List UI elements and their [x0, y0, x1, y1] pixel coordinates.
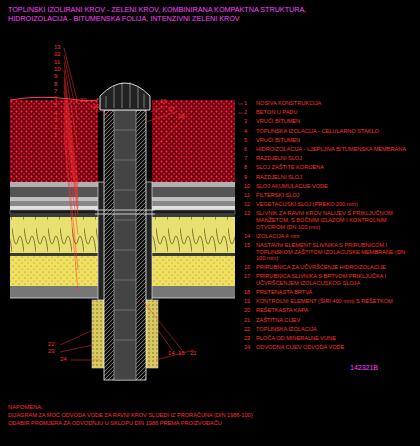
legend-text: ZAŠTITNA CIJEV: [256, 317, 414, 324]
callout-number: 17: [168, 106, 175, 113]
legend-number: 23: [244, 335, 250, 342]
roof-drain: [92, 82, 158, 380]
note-text: ODABIR PROMJERA ZA ODVODNJU U SKLOPU DIN…: [8, 420, 408, 427]
legend-text: NOSIVA KONSTRUKCIJA: [256, 100, 414, 107]
callout-number: 1: [54, 132, 57, 139]
legend-number: 17: [244, 273, 250, 280]
legend-text: PRIRUBNICA ZA UČVRŠĆENJE HIDROIZOLACIJE: [256, 264, 414, 271]
callout-number: 22: [48, 341, 55, 348]
callout-number: 12: [54, 51, 61, 58]
legend-text: HIDROIZOLACIJA - LJEPLJIVA BITUMENSKA ME…: [256, 146, 414, 153]
legend-number: 4: [244, 128, 247, 135]
legend-number: 19: [244, 298, 250, 305]
legend-text: TOPLINSKA IZOLACIJA - CELULARNO STAKLO: [256, 128, 414, 135]
callout-number: 14: [168, 350, 175, 357]
vegetation-layer: [152, 100, 235, 182]
legend-number: 10: [244, 183, 250, 190]
note-heading: NAPOMENA:: [8, 404, 43, 411]
legend-number: 6: [244, 146, 247, 153]
callout-number: 23: [48, 348, 55, 355]
legend-number: 12: [244, 201, 250, 208]
legend-text: PRSTENASTA BRTVA: [256, 289, 414, 296]
legend-number: 13: [244, 210, 250, 217]
callout-number: 16: [160, 98, 167, 105]
callout-number: 5: [54, 102, 57, 109]
legend-number: 18: [244, 289, 250, 296]
legend-text: VRUĆI BITUMEN: [256, 137, 414, 144]
legend-number: 9: [244, 174, 247, 181]
legend-text: KONTROLNI ELEMENT (ŠIRI 400 mm) S REŠETK…: [256, 298, 414, 305]
legend-number: 24: [244, 344, 250, 351]
callout-number: 4: [54, 110, 57, 117]
legend-text: NASTAVNI ELEMENT SLIVNIKA S PRIRUBNICOM …: [256, 242, 414, 262]
legend-text: TOPLINSKA IZOLACIJA: [256, 326, 414, 333]
legend-text: VEGETACIJSKI SLOJ (PREKO 200 mm): [256, 201, 414, 208]
legend-number: 16: [244, 264, 250, 271]
legend-number: 8: [244, 164, 247, 171]
legend-number: 5: [244, 137, 247, 144]
legend-number: 21: [244, 317, 250, 324]
legend-text: SLOJ ZAŠTITE KORIJENA: [256, 164, 414, 171]
legend-text: BETON U PADU: [256, 109, 414, 116]
callout-number: 20: [80, 97, 87, 104]
legend-text: SLIVNIK ZA RAVNI KROV NALIJEV S PRIKLJUČ…: [256, 210, 414, 230]
vegetation-layer: [10, 100, 98, 182]
callout-number: 9: [54, 73, 57, 80]
callout-number: 11: [54, 59, 60, 66]
callout-number: 6: [54, 95, 57, 102]
legend-text: REŠETKASTA KAPA: [256, 307, 414, 314]
legend-text: VRUĆI BITUMEN: [256, 118, 414, 125]
legend-number: 2: [244, 109, 247, 116]
callout-number: 3: [54, 117, 57, 124]
legend-number: 14: [244, 233, 250, 240]
legend-number: 15: [244, 242, 250, 249]
legend-text: ODVODNA CIJEV ODVODA VODE: [256, 344, 414, 351]
callout-number: 8: [54, 81, 57, 88]
callout-number: 10: [54, 66, 61, 73]
legend-text: PRIRUBNICA SLIVNIKA S BRTVOM PRIKLJUČKA …: [256, 273, 414, 286]
legend-number: 22: [244, 326, 250, 333]
drawing-number: 142321B: [350, 364, 378, 372]
legend-text: PLOČA OD MINERALNE VUNE: [256, 335, 414, 342]
legend-text: IZOLACIJA 4 mm: [256, 233, 414, 240]
callout-number: 21: [190, 350, 197, 357]
callout-number: 19: [93, 103, 100, 110]
legend-number: 11: [244, 192, 250, 199]
legend-number: 20: [244, 307, 250, 314]
legend-number: 3: [244, 118, 247, 125]
legend-text: RAZDJELNI SLOJ: [256, 174, 414, 181]
callout-number: 7: [54, 88, 57, 95]
legend-number: 1: [244, 100, 247, 107]
drawing-title: TOPLINSKI IZOLIRANI KROV - ZELENI KROV, …: [8, 6, 328, 23]
legend-text: RAZDJELNI SLOJ: [256, 155, 414, 162]
callout-number: 13: [54, 44, 61, 51]
callout-number: 24: [60, 356, 67, 363]
legend-number: 7: [244, 155, 247, 162]
note-text: DIJAGRAM ZA MOĆ ODVODA VODE ZA RAVNI KRO…: [8, 412, 408, 419]
callout-number: 18: [178, 113, 185, 120]
legend-text: SLOJ AKUMULACIJE VODE: [256, 183, 414, 190]
legend-text: FILTERSKI SLOJ: [256, 192, 414, 199]
leader-lines: [60, 48, 243, 360]
callout-number: 15: [178, 350, 185, 357]
callout-number: 2: [54, 124, 57, 131]
